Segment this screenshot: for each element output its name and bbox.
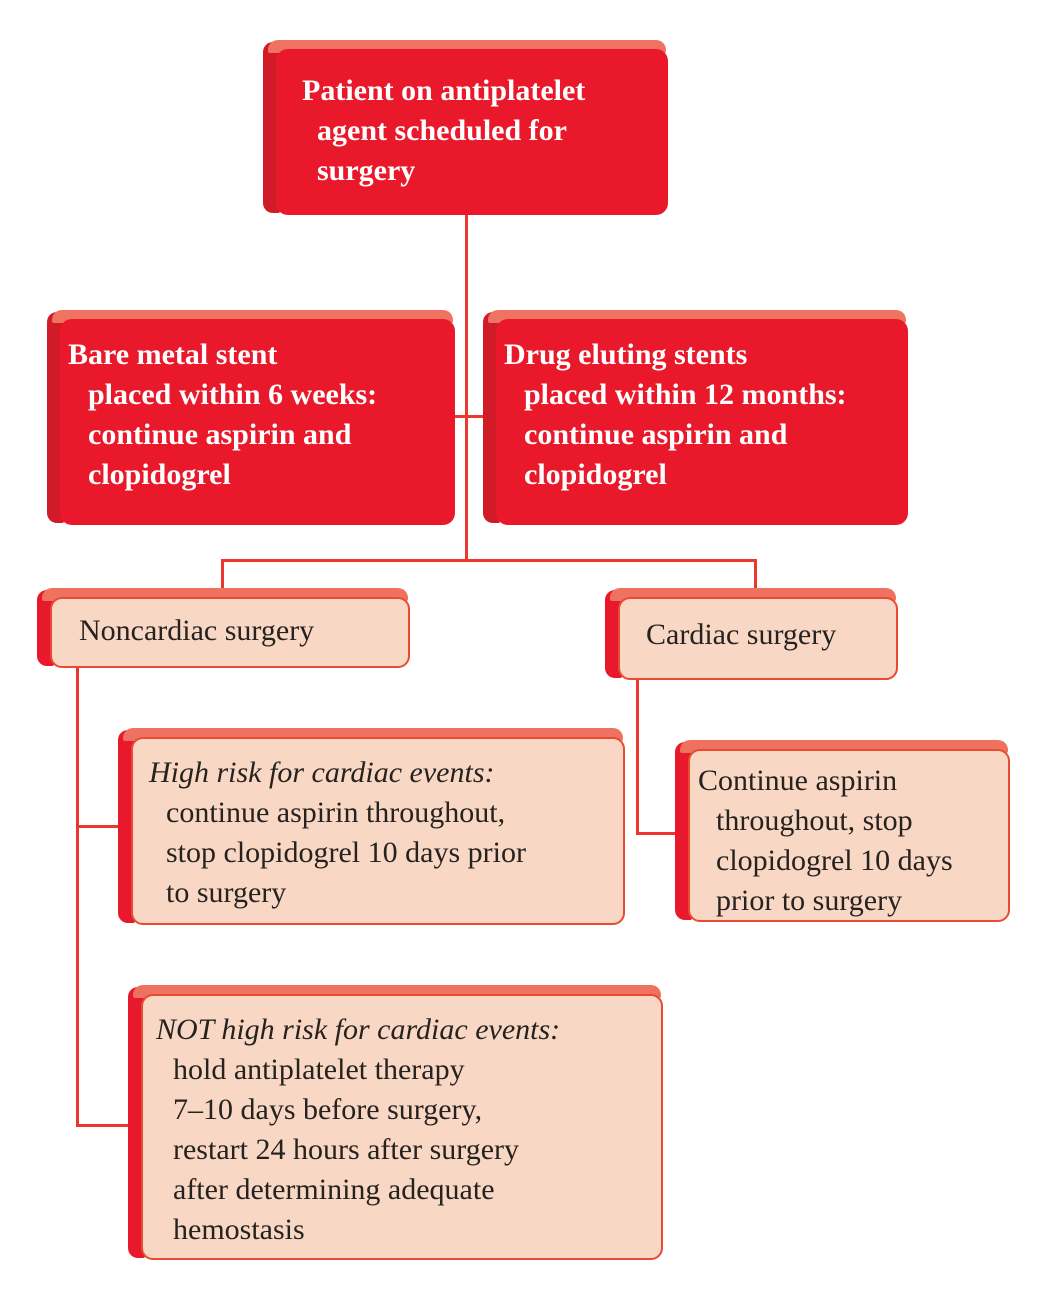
box-left-bevel	[263, 42, 280, 213]
node-text-line: placed within 6 weeks:	[88, 378, 378, 411]
node-text-line: after determining adequate	[173, 1173, 495, 1206]
node-text-line: Noncardiac surgery	[79, 614, 315, 647]
connector-noncardiac-down	[76, 666, 79, 1127]
node-high-risk-face: High risk for cardiac events: continue a…	[131, 737, 625, 925]
box-left-bevel	[605, 590, 622, 678]
node-text-line: prior to surgery	[716, 884, 903, 917]
node-not-high-risk-face: NOT high risk for cardiac events: hold a…	[141, 994, 663, 1260]
node-text-line: agent scheduled for	[317, 114, 567, 147]
box-left-bevel	[118, 730, 135, 923]
node-patient-face: Patient on antiplatelet agent scheduled …	[276, 49, 668, 215]
node-text-line: clopidogrel	[88, 458, 231, 491]
node-cardiac-surgery-face: Cardiac surgery	[618, 597, 898, 680]
node-drug-eluting-stents: Drug eluting stents placed within 12 mon…	[483, 310, 908, 525]
node-text-line: High risk for cardiac events:	[149, 756, 495, 789]
node-cardiac-plan: Continue aspirin throughout, stop clopid…	[675, 740, 1010, 922]
node-text-line: clopidogrel 10 days	[716, 844, 953, 877]
connector-stent-boxes-link	[453, 415, 485, 418]
node-patient: Patient on antiplatelet agent scheduled …	[263, 40, 668, 215]
box-left-bevel	[483, 312, 500, 523]
node-text-line: Drug eluting stents	[504, 338, 748, 371]
node-drug-eluting-stents-face: Drug eluting stents placed within 12 mon…	[496, 319, 908, 525]
node-text-line: hemostasis	[173, 1213, 305, 1246]
node-text-line: clopidogrel	[524, 458, 667, 491]
node-text-line: NOT high risk for cardiac events:	[156, 1013, 561, 1046]
node-text-line: to surgery	[166, 876, 287, 909]
node-text-line: Patient on antiplatelet	[302, 74, 586, 107]
node-text-line: continue aspirin and	[88, 418, 352, 451]
node-cardiac-plan-face: Continue aspirin throughout, stop clopid…	[688, 749, 1010, 922]
box-left-bevel	[128, 987, 145, 1258]
node-text-line: hold antiplatelet therapy	[173, 1053, 465, 1086]
node-text-line: Continue aspirin	[698, 764, 898, 797]
connector-noncardiac-drop	[221, 559, 224, 591]
node-text-line: Cardiac surgery	[646, 618, 837, 651]
box-left-bevel	[675, 742, 692, 920]
node-text-line: Bare metal stent	[68, 338, 278, 371]
node-text-line: continue aspirin and	[524, 418, 788, 451]
node-text-line: 7–10 days before surgery,	[173, 1093, 483, 1126]
connector-cardiacplan-stub	[636, 832, 679, 835]
connector-highrisk-stub	[76, 825, 122, 828]
node-text-line: continue aspirin throughout,	[166, 796, 506, 829]
box-left-bevel	[37, 590, 54, 666]
node-text-line: throughout, stop	[716, 804, 913, 837]
box-left-bevel	[47, 312, 64, 523]
node-text-line: placed within 12 months:	[524, 378, 847, 411]
connector-cardiac-drop	[754, 559, 757, 591]
connector-cardiac-down	[636, 678, 639, 835]
node-bare-metal-stent-face: Bare metal stent placed within 6 weeks: …	[60, 319, 455, 525]
node-text-line: surgery	[317, 154, 416, 187]
node-text-line: restart 24 hours after surgery	[173, 1133, 519, 1166]
node-high-risk: High risk for cardiac events: continue a…	[118, 728, 625, 925]
node-bare-metal-stent: Bare metal stent placed within 6 weeks: …	[47, 310, 455, 525]
node-not-high-risk: NOT high risk for cardiac events: hold a…	[128, 985, 663, 1260]
node-noncardiac-surgery: Noncardiac surgery	[37, 588, 410, 668]
connector-nothighrisk-stub	[76, 1124, 132, 1127]
node-text-line: stop clopidogrel 10 days prior	[166, 836, 526, 869]
node-cardiac-surgery: Cardiac surgery	[605, 588, 898, 680]
node-noncardiac-surgery-face: Noncardiac surgery	[50, 597, 410, 668]
connector-patient-down	[465, 212, 468, 561]
connector-branch-horizontal	[221, 559, 757, 562]
